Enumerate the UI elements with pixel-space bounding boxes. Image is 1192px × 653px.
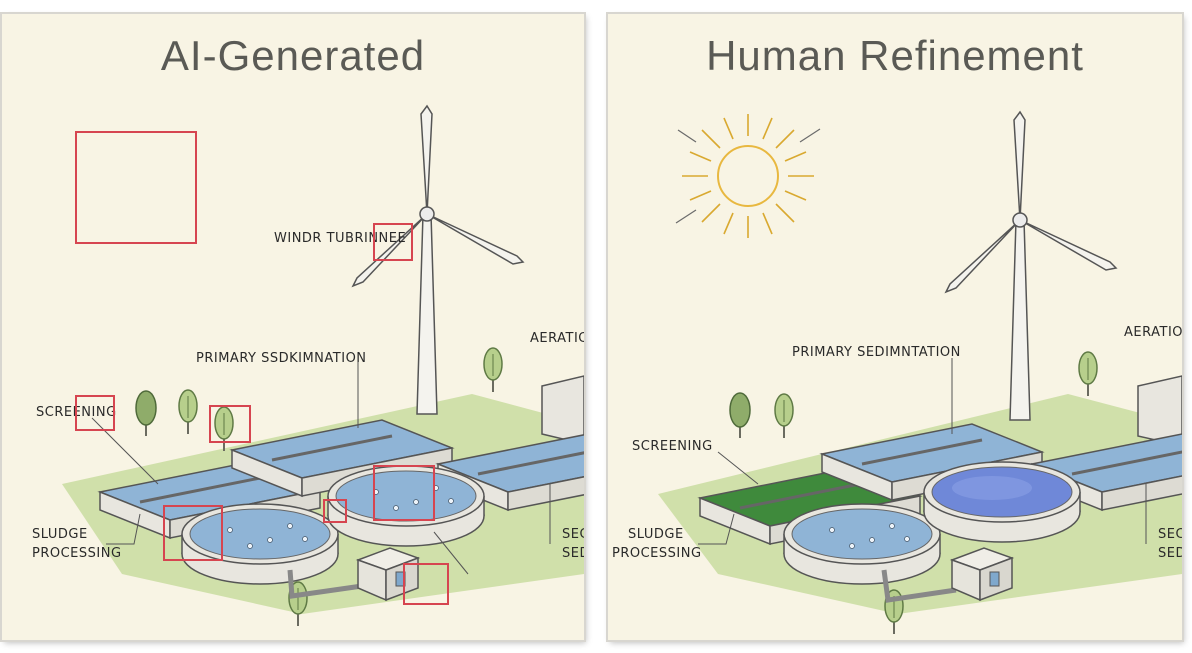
error-highlight-box [209,405,251,443]
error-highlight-box [75,131,197,244]
label-sludge-2: PROCESSING [612,546,702,561]
label-secondary-1: SEC [562,527,584,542]
aeration-tank [541,375,584,445]
error-highlight-box [75,395,115,431]
tree [178,389,198,435]
tree [483,347,503,393]
error-highlight-box [323,499,347,523]
pipe [287,569,363,599]
tree [729,392,751,439]
label-aeration: AERATIO [530,331,584,346]
error-highlight-box [163,505,223,561]
sun-icon [675,114,821,238]
label-primary: PRIMARY SSDKIMNATION [196,351,367,366]
tree [774,393,794,439]
error-highlight-box [403,563,449,605]
label-aeration: AERATIO [1124,325,1182,340]
tree [1078,351,1098,397]
panel-title: AI-Generated [160,32,426,79]
leader-line [717,451,759,485]
clarifier-right [923,461,1081,543]
label-sludge-1: SLUDGE [32,527,88,542]
error-highlight-box [373,465,435,521]
clarifier-left [783,503,941,585]
label-secondary-1: SEC [1158,527,1182,542]
leader-line [106,513,141,545]
label-secondary-2: SED [1158,546,1182,561]
label-sludge-1: SLUDGE [628,527,684,542]
tree [135,390,157,437]
label-sludge-2: PROCESSING [32,546,122,561]
leader-line [698,513,735,545]
leader-line [433,531,469,575]
label-primary: PRIMARY SEDIMNTATION [792,345,961,360]
label-secondary-2: SED [562,546,584,561]
pipe [881,569,957,603]
plant-illustration: PRIMARY SEDIMNTATION AERATIO SCREENING S… [612,111,1182,635]
label-screening: SCREENING [632,439,713,454]
label-wind-turbine: WINDR TUBRINNEE [274,231,406,246]
human-refinement-panel: Human Refinement [608,14,1182,640]
aeration-tank [1137,375,1182,447]
clarifier-right [327,465,485,547]
error-highlight-box [373,223,413,261]
ai-generated-panel: AI-Generated WINDR TUBRINNEE PRIMARY [2,14,584,640]
clarifier-left [181,503,339,585]
tree [214,406,234,452]
panel-title: Human Refinement [706,32,1084,79]
plant-illustration: WINDR TUBRINNEE PRIMARY SSDKIMNATION AER… [32,105,584,627]
